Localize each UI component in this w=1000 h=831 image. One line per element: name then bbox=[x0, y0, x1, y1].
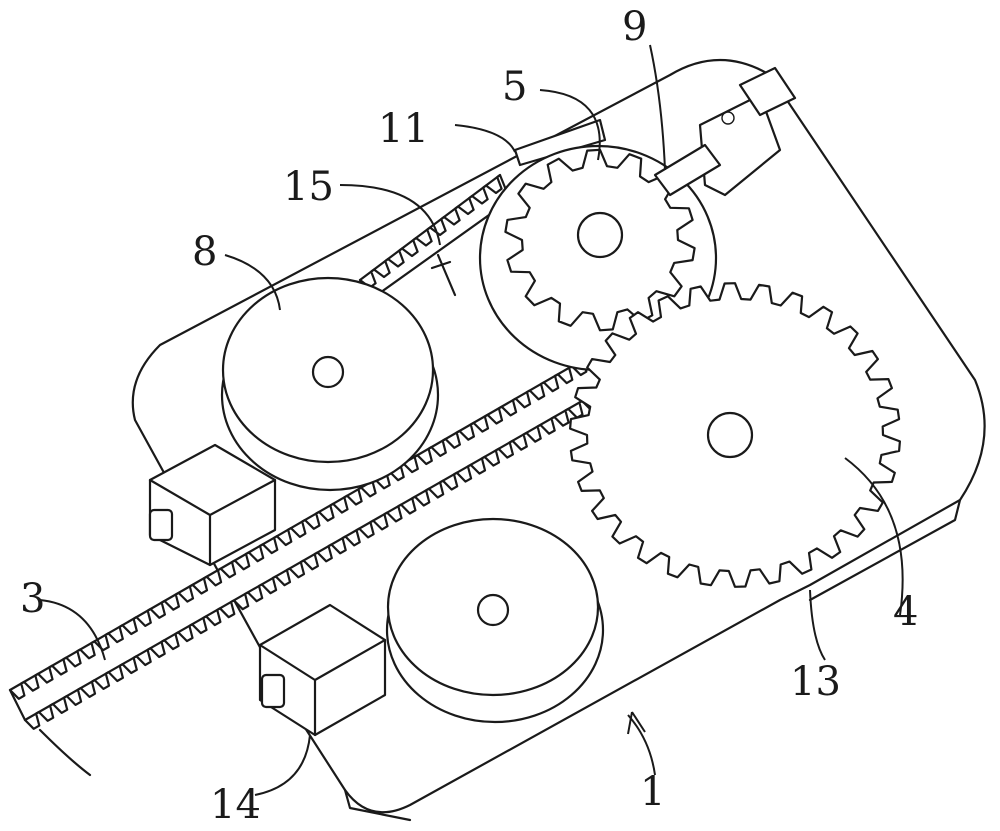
label-13: 13 bbox=[790, 659, 841, 705]
base-plate-edge bbox=[343, 498, 962, 822]
gear-large bbox=[569, 282, 901, 588]
motor-housing-lower bbox=[258, 603, 387, 737]
roller-upper bbox=[220, 276, 440, 492]
label-5: 5 bbox=[502, 64, 527, 110]
guide-bracket bbox=[513, 118, 607, 167]
clamp bbox=[653, 66, 797, 197]
roller-lower bbox=[385, 517, 605, 724]
label-3: 3 bbox=[20, 576, 45, 622]
label-8: 8 bbox=[192, 229, 217, 275]
motor-housing-upper bbox=[148, 443, 277, 567]
label-11: 11 bbox=[378, 106, 429, 152]
label-1: 1 bbox=[640, 769, 665, 815]
label-4: 4 bbox=[893, 589, 918, 635]
gear-small bbox=[478, 144, 718, 372]
pin bbox=[430, 253, 457, 297]
label-14: 14 bbox=[210, 782, 261, 828]
leader-lines bbox=[39, 44, 904, 796]
label-15: 15 bbox=[283, 164, 334, 210]
label-9: 9 bbox=[622, 4, 647, 50]
